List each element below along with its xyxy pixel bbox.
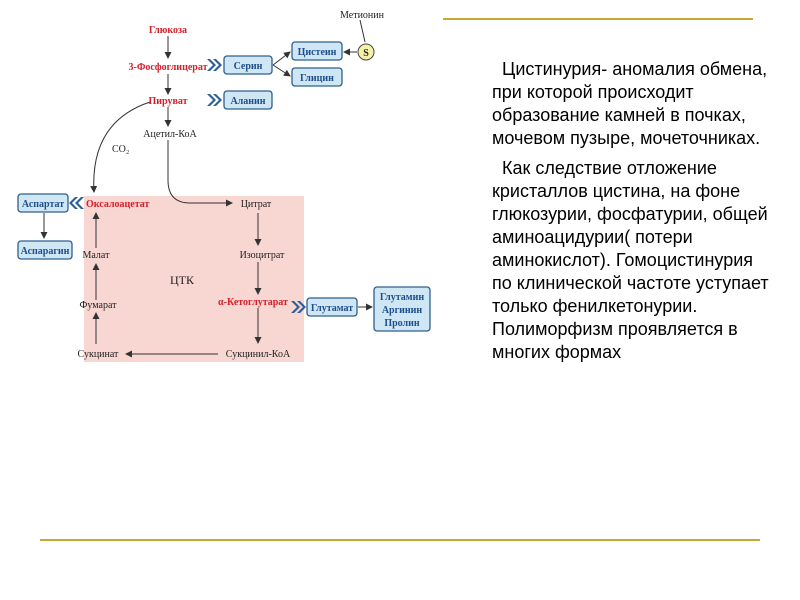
label-glucose: Глюкоза: [149, 25, 187, 36]
label-3-phosphoglycerate: 3-Фосфоглицерат: [129, 62, 208, 73]
box-aspartate-label: Аспартат: [22, 199, 64, 210]
box-glutamine-label: Глутамин: [380, 292, 424, 303]
box-arginine-label: Аргинин: [382, 305, 423, 316]
box-asparagine: Аспарагин: [17, 240, 73, 260]
box-alanine-label: Аланин: [230, 96, 265, 107]
label-succinate: Сукцинат: [78, 349, 120, 360]
box-asparagine-label: Аспарагин: [21, 246, 70, 257]
label-fumarate: Фумарат: [79, 300, 117, 311]
box-glycine: Глицин: [291, 67, 343, 87]
box-aspartate: Аспартат: [17, 193, 69, 213]
tca-cycle-background: [84, 196, 304, 362]
paragraph-cystinuria: Цистинурия- аномалия обмена, при которой…: [492, 59, 768, 148]
label-malate: Малат: [83, 250, 111, 261]
box-glutamine-arginine-proline: Глутамин Аргинин Пролин: [373, 286, 431, 332]
label-citrate: Цитрат: [241, 199, 272, 210]
bottom-rule: [40, 539, 760, 541]
sulfur-badge: S: [357, 43, 375, 61]
label-isocitrate: Изоцитрат: [240, 250, 285, 261]
label-co2: CO₂: [112, 144, 129, 155]
label-oxaloacetate: Оксалоацетат: [86, 199, 150, 210]
top-rule: [443, 18, 753, 20]
box-cysteine-label: Цистеин: [298, 47, 337, 58]
box-proline-label: Пролин: [384, 318, 420, 329]
box-serine-label: Серин: [234, 61, 263, 72]
chevron-to-aspartate: [69, 197, 84, 209]
box-alanine: Аланин: [223, 90, 273, 110]
label-acetyl-coa: Ацетил-КоА: [143, 129, 197, 140]
metabolic-pathway-diagram: Метионин Глюкоза 3-Фосфоглицерат Пируват…: [17, 10, 431, 362]
label-tca: ЦТК: [170, 273, 195, 287]
box-glutamate: Глутамат: [306, 297, 358, 317]
sulfur-label: S: [363, 48, 369, 59]
box-cysteine: Цистеин: [291, 41, 343, 61]
label-pyruvate: Пируват: [148, 96, 187, 107]
box-glycine-label: Глицин: [300, 73, 334, 84]
label-alpha-ketoglutarate: α-Кетоглутарат: [218, 297, 288, 308]
chevron-to-serine: [207, 59, 222, 71]
chevron-arrows: [69, 59, 306, 313]
paragraph-consequences: Как следствие отложение кристаллов цисти…: [492, 158, 769, 362]
box-serine: Серин: [223, 55, 273, 75]
label-methionine: Метионин: [340, 10, 385, 21]
chevron-to-glutamate: [291, 301, 306, 313]
label-succinyl-coa: Сукцинил-КоА: [226, 349, 291, 360]
box-glutamate-label: Глутамат: [311, 303, 353, 314]
chevron-to-alanine: [207, 94, 222, 106]
pathway-arrows: [40, 19, 373, 358]
description-text: Цистинурия- аномалия обмена, при которой…: [492, 58, 772, 364]
